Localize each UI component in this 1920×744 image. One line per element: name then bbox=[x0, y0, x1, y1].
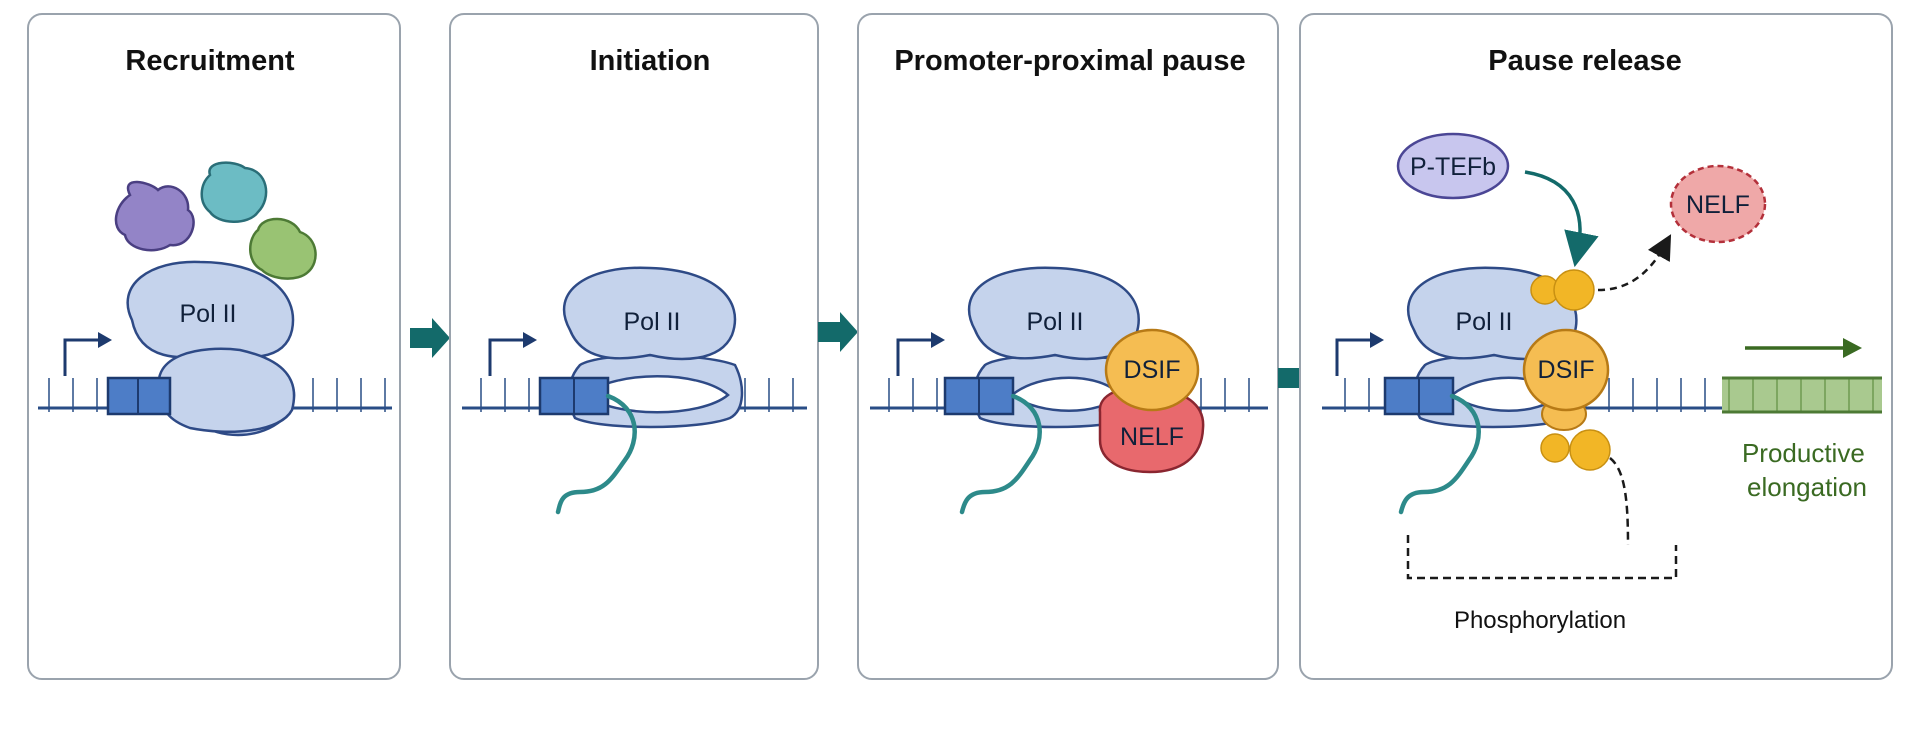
rna-transcript bbox=[1398, 393, 1481, 515]
tss-arrow bbox=[896, 338, 933, 376]
panel-title: Pause release bbox=[1488, 45, 1681, 77]
phosphate-group-bottom bbox=[1540, 429, 1611, 471]
pol-ii-label: Pol II bbox=[1456, 308, 1513, 336]
nelf-label: NELF bbox=[1120, 423, 1184, 451]
transcription-factor-teal bbox=[200, 161, 268, 223]
rna-transcript bbox=[959, 393, 1042, 515]
tss-arrow bbox=[488, 338, 525, 376]
panel-title: Initiation bbox=[590, 45, 711, 77]
pol-ii-label: Pol II bbox=[1027, 308, 1084, 336]
phosphorylation-label: Phosphorylation bbox=[1454, 607, 1626, 634]
dsif-complex: DSIF bbox=[1104, 328, 1200, 412]
pol-ii-complex: Pol II bbox=[126, 260, 296, 437]
tss-arrow bbox=[63, 338, 100, 376]
ptefb-complex: P-TEFb bbox=[1396, 132, 1510, 200]
pol-ii-label: Pol II bbox=[624, 308, 681, 336]
panel-pause-release: Pause release P-TEFb NELF Pol II bbox=[1299, 13, 1893, 680]
nelf-released: NELF bbox=[1669, 164, 1767, 244]
phosphorylation-bracket bbox=[1406, 457, 1678, 580]
phosphate-group-top bbox=[1530, 269, 1595, 311]
ptefb-label: P-TEFb bbox=[1410, 153, 1496, 181]
elongation-line-2: elongation bbox=[1747, 472, 1867, 502]
elongation-label: Productive elongation bbox=[1742, 438, 1872, 502]
panel-promoter-proximal-pause: Promoter-proximal pause Pol II NELF DSIF bbox=[857, 13, 1279, 680]
step-arrow-1 bbox=[410, 318, 450, 358]
panel-title: Recruitment bbox=[125, 45, 295, 77]
ptefb-action-arrow bbox=[1524, 170, 1599, 268]
tss-arrow bbox=[1335, 338, 1372, 376]
transcription-factor-purple bbox=[114, 180, 195, 252]
rna-transcript bbox=[555, 393, 637, 515]
panel-title: Promoter-proximal pause bbox=[894, 45, 1245, 77]
pol-ii-complex: Pol II bbox=[1407, 266, 1584, 429]
pol-ii-complex: Pol II bbox=[562, 266, 744, 429]
dsif-label: DSIF bbox=[1538, 356, 1595, 384]
dna-elongation-region bbox=[1722, 378, 1882, 412]
pol-ii-label: Pol II bbox=[180, 300, 237, 328]
panel-recruitment: Recruitment Pol II bbox=[27, 13, 401, 680]
dsif-complex: DSIF bbox=[1522, 328, 1610, 431]
step-arrow-2 bbox=[818, 312, 858, 352]
nelf-release-arrow bbox=[1597, 234, 1672, 292]
nelf-released-label: NELF bbox=[1686, 191, 1750, 219]
transcription-factor-green bbox=[249, 217, 317, 280]
elongation-line-1: Productive bbox=[1742, 438, 1865, 468]
panel-initiation: Initiation Pol II bbox=[449, 13, 819, 680]
dsif-label: DSIF bbox=[1124, 356, 1181, 384]
